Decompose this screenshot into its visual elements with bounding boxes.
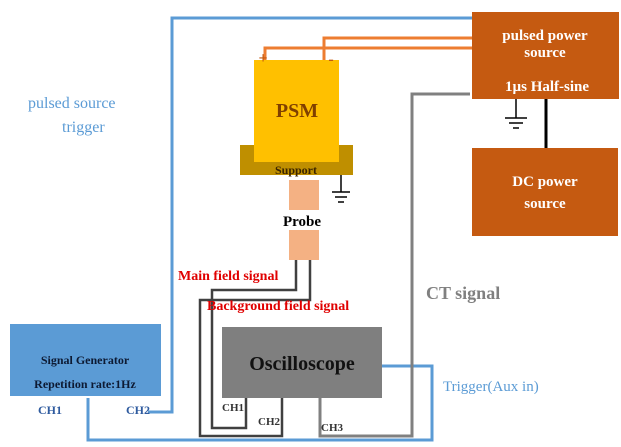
signal-generator-label: Signal Generator <box>41 353 130 367</box>
pulsed-source-trigger-label: pulsed source <box>28 95 116 112</box>
background-field-signal-wire <box>198 258 312 438</box>
dc-power-source-label: DC power <box>512 174 578 190</box>
plus-terminal-label: + <box>258 50 267 67</box>
pulsed-power-source-box <box>472 12 619 99</box>
main-field-signal-label: Main field signal <box>178 269 278 284</box>
oscilloscope-box <box>222 327 382 398</box>
support-inner <box>254 145 339 162</box>
oscilloscope-label: Oscilloscope <box>249 353 355 375</box>
dc-power-source-label-2: source <box>524 196 566 212</box>
half-sine-label: 1µs Half-sine <box>505 79 589 95</box>
pulsed-source-trigger-label-2: trigger <box>62 119 105 136</box>
background-field-signal-label: Background field signal <box>207 299 349 314</box>
probe-label-bg <box>272 210 332 230</box>
oscilloscope-ch3-label: CH3 <box>321 422 344 434</box>
signal-generator-ch2-label: CH2 <box>126 403 150 417</box>
signal-generator-box <box>10 324 161 396</box>
main-field-signal-wire <box>210 258 298 430</box>
ground-symbol-support <box>332 175 350 203</box>
signal-generator-ch1-label: CH1 <box>38 403 62 417</box>
support-label: Support <box>275 163 317 177</box>
pulsed-source-trigger-wire <box>148 16 472 414</box>
probe-label: Probe <box>283 214 321 230</box>
pulsed-power-source-label-2: source <box>524 45 566 61</box>
ct-signal-label: CT signal <box>426 283 500 303</box>
dc-power-source-box <box>472 148 618 236</box>
trigger-aux-wire <box>86 364 434 442</box>
trigger-aux-in-label: Trigger(Aux in) <box>443 379 539 395</box>
oscilloscope-ch1-label: CH1 <box>222 402 244 414</box>
psm-label: PSM <box>276 100 318 122</box>
repetition-rate-label: Repetition rate:1Hz <box>34 377 136 391</box>
power-negative-wire <box>322 36 472 76</box>
ct-signal-wire <box>318 92 470 438</box>
ground-symbol-pulsed-source <box>505 99 527 129</box>
oscilloscope-ch2-label: CH2 <box>258 416 281 428</box>
pulsed-power-source-label: pulsed power <box>502 28 588 44</box>
minus-terminal-label: - <box>328 51 333 68</box>
